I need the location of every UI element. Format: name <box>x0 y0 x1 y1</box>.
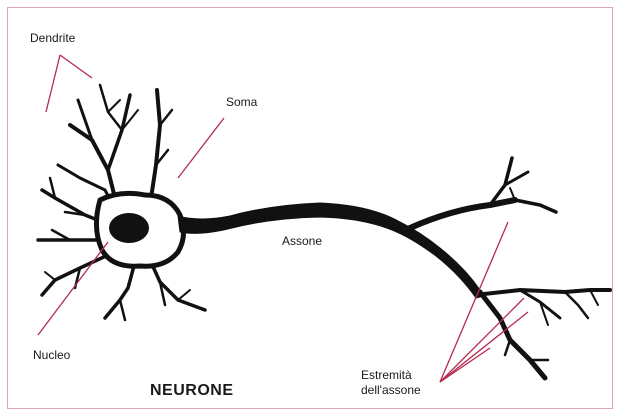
label-assone: Assone <box>282 234 322 248</box>
axon <box>178 158 610 378</box>
diagram-title: NEURONE <box>150 382 234 400</box>
nucleus <box>109 213 149 243</box>
label-estremita-assone: Estremità dell'assone <box>361 368 421 398</box>
label-dendrite: Dendrite <box>30 31 75 45</box>
label-soma: Soma <box>226 95 257 109</box>
label-estremita-line2: dell'assone <box>361 383 421 398</box>
label-nucleo: Nucleo <box>33 348 70 362</box>
label-estremita-line1: Estremità <box>361 368 421 383</box>
